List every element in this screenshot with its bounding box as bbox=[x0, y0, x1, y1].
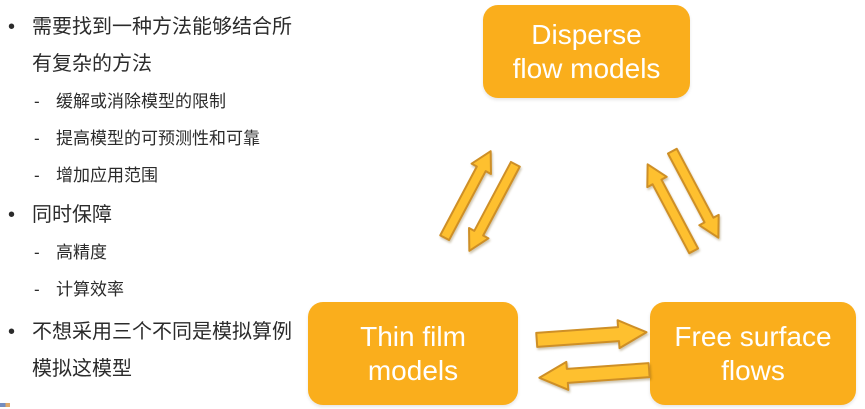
bullet-text: 需要找到一种方法能够结合所 有复杂的方法 bbox=[32, 16, 292, 75]
bullet-marker: - bbox=[34, 166, 40, 185]
bullet-text: 计算效率 bbox=[56, 280, 124, 299]
node-label: Free surface flows bbox=[674, 320, 832, 386]
node-disperse-flow-models: Disperse flow models bbox=[483, 5, 690, 98]
bullet-item: - 提高模型的可预测性和可靠 bbox=[6, 120, 316, 157]
double-arrow-disperse-freesurface-icon bbox=[646, 147, 720, 255]
bullet-item: - 高精度 bbox=[6, 234, 316, 271]
double-arrow-thinfilm-freesurface-icon bbox=[535, 319, 651, 391]
bullet-text: 提高模型的可预测性和可靠 bbox=[56, 129, 260, 148]
bullet-item: - 增加应用范围 bbox=[6, 157, 316, 194]
node-label: Disperse flow models bbox=[512, 18, 661, 84]
bullet-item: • 不想采用三个不同是模拟算例 模拟这模型 bbox=[6, 314, 316, 388]
double-arrow-disperse-thinfilm-icon bbox=[439, 150, 521, 252]
bullet-text: 高精度 bbox=[56, 243, 107, 262]
bullet-list: • 需要找到一种方法能够结合所 有复杂的方法 - 缓解或消除模型的限制 - 提高… bbox=[6, 9, 316, 388]
node-free-surface-flows: Free surface flows bbox=[650, 302, 856, 405]
bullet-marker: - bbox=[34, 280, 40, 299]
bullet-text: 不想采用三个不同是模拟算例 模拟这模型 bbox=[32, 321, 292, 380]
bullet-marker: - bbox=[34, 92, 40, 111]
bullet-item: • 需要找到一种方法能够结合所 有复杂的方法 bbox=[6, 9, 316, 83]
bullet-marker: - bbox=[34, 129, 40, 148]
bullet-text: 缓解或消除模型的限制 bbox=[56, 92, 226, 111]
bullet-text: 增加应用范围 bbox=[56, 166, 158, 185]
node-thin-film-models: Thin film models bbox=[308, 302, 518, 405]
bullet-marker: - bbox=[34, 243, 40, 262]
bullet-marker: • bbox=[8, 321, 16, 343]
node-label: Thin film models bbox=[360, 320, 466, 386]
bullet-marker: • bbox=[8, 16, 16, 38]
bullet-marker: • bbox=[8, 204, 16, 226]
corner-artifact bbox=[0, 403, 10, 407]
bullet-item: - 计算效率 bbox=[6, 271, 316, 308]
bullet-text: 同时保障 bbox=[32, 204, 112, 226]
bullet-item: • 同时保障 bbox=[6, 197, 316, 234]
bullet-item: - 缓解或消除模型的限制 bbox=[6, 83, 316, 120]
